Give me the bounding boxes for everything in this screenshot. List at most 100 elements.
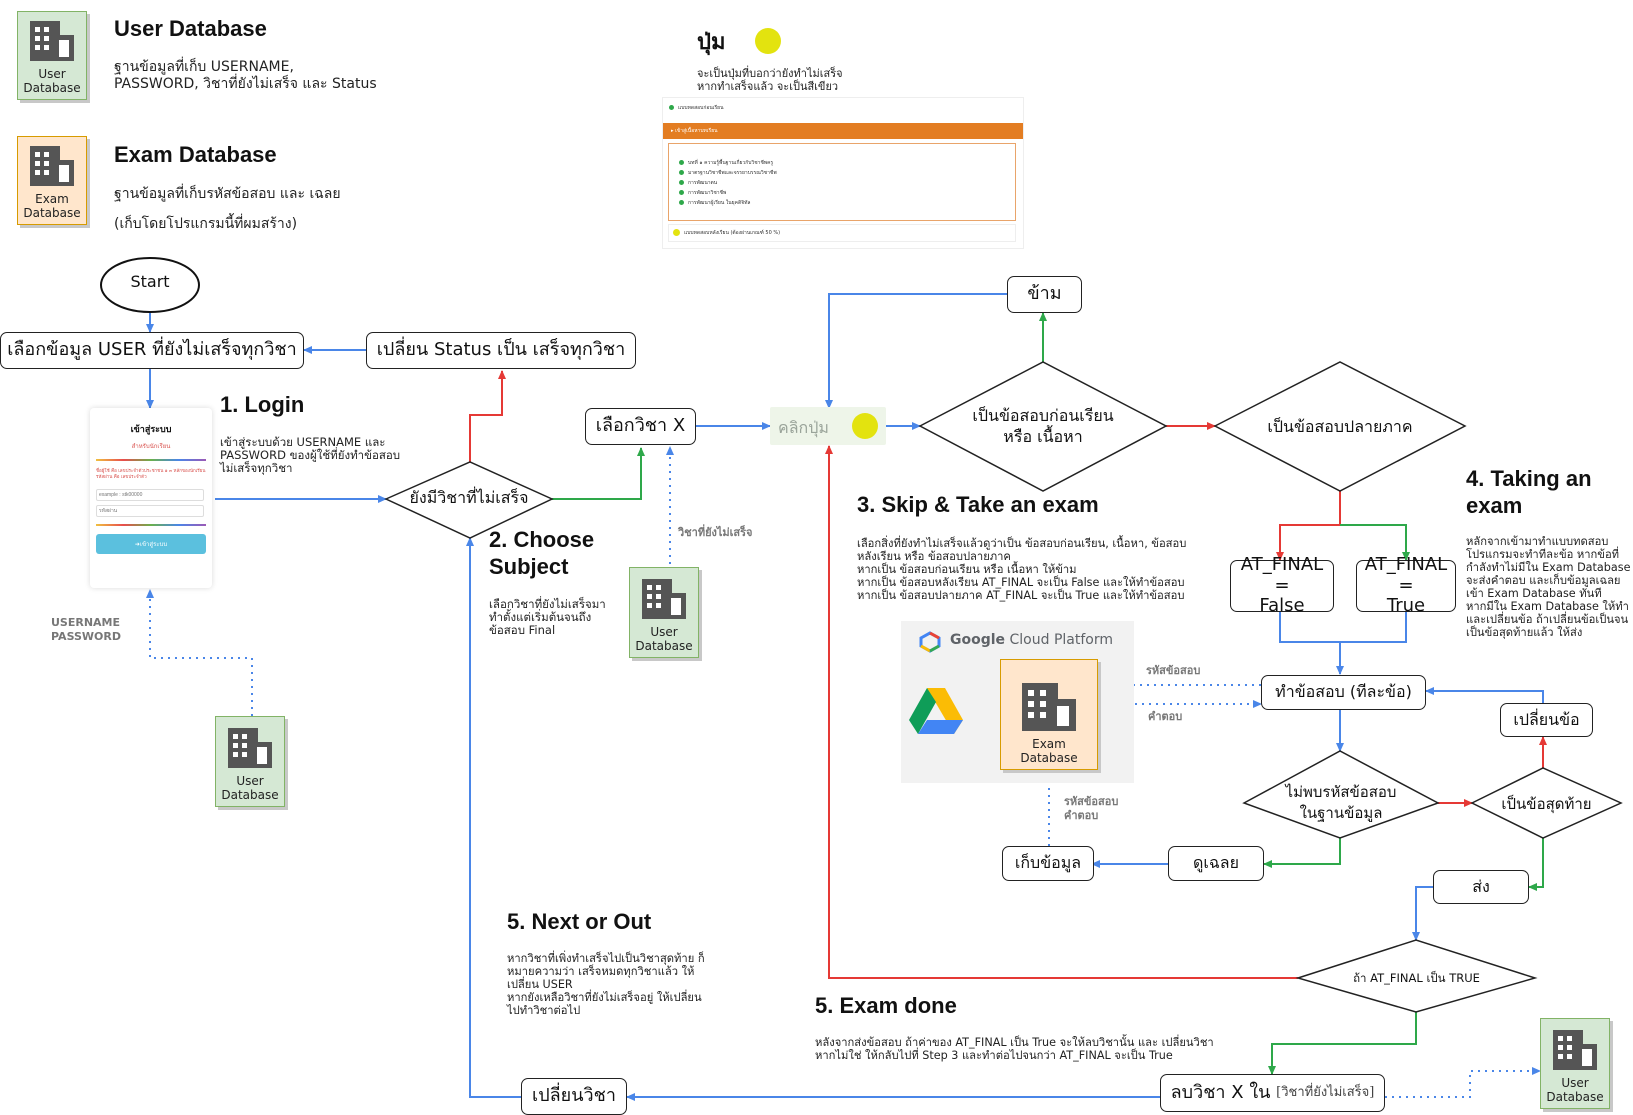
skip-node: ข้าม <box>1007 276 1082 313</box>
preview-last-label: แบบทดสอบหลังเรียน (ต้องผ่านเกณฑ์ 50 %) <box>684 230 781 236</box>
user-db-label: User Database <box>635 625 693 653</box>
diamond-pre-or-content <box>918 361 1168 492</box>
click-button-label: คลิกปุ่ม <box>778 418 829 437</box>
preview-item: การพัฒนาผู้เรียน ในยุคดิจิทัล <box>679 198 1015 208</box>
legend-user-db-label: User Database <box>23 67 81 95</box>
edge-d2-true <box>1340 524 1410 561</box>
preview-item: การพัฒนาวิชาชีพ <box>679 188 1015 198</box>
edge-final-click <box>825 445 1298 979</box>
change-subject-node: เปลี่ยนวิชา <box>521 1078 627 1115</box>
user-db-icon-bottom: User Database <box>1540 1018 1610 1109</box>
preview-row1: แบบทดสอบก่อนเรียน <box>678 105 724 111</box>
change-status-node: เปลี่ยน Status เป็น เสร็จทุกวิชา <box>366 332 636 369</box>
edge-submit-final <box>1412 886 1433 941</box>
login-note: ชื่อผู้ใช้ คือ เลขประจำตัวประชาชน ๑ ๓ หล… <box>96 469 206 480</box>
start-ellipse <box>100 257 200 313</box>
username-input[interactable] <box>96 489 204 501</box>
step4-body: หลักจากเข้ามาทำแบบทดสอบ โปรแกรมจะทำทีละข… <box>1466 535 1631 639</box>
not-found-label: ไม่พบรหัสข้อสอบ ในฐานข้อมูล <box>1285 783 1397 822</box>
edge-skip-click <box>825 293 1007 409</box>
login-color-line <box>96 459 206 461</box>
preview-item: บทที่ ๑ ความรู้พื้นฐานเกี่ยวกับวิชาชีพคร… <box>679 158 1015 168</box>
change-question-node: เปลี่ยนข้อ <box>1500 703 1593 737</box>
preview-item: การพัฒนาตน <box>679 178 1015 188</box>
course-preview: แบบทดสอบก่อนเรียน ▸ เข้าสู่เนื้อหาบทเรีย… <box>662 97 1024 249</box>
edge-has-select <box>552 447 645 500</box>
edge-label-exam-code: รหัสข้อสอบ <box>1146 664 1201 677</box>
diamond-is-last <box>1470 767 1623 839</box>
click-button-node[interactable]: คลิกปุ่ม <box>770 407 886 445</box>
diamond-is-final <box>1213 361 1467 492</box>
legend-user-db-title: User Database <box>114 16 267 41</box>
legend-exam-db-note: (เก็บโดยโปรแกรมนี้ที่ผมสร้าง) <box>114 216 298 232</box>
preview-item-label: มาตรฐานวิชาชีพและจรรยาบรรณวิชาชีพ <box>688 170 777 176</box>
login-card: เข้าสู่ระบบ สำหรับนักเรียน ชื่อผู้ใช้ คื… <box>90 408 212 588</box>
step3-title: 3. Skip & Take an exam <box>857 492 1099 517</box>
submit-node: ส่ง <box>1433 870 1529 904</box>
user-db-label: User Database <box>1546 1076 1604 1104</box>
delete-subject-tag: [วิชาที่ยังไม่เสร็จ] <box>1276 1084 1375 1100</box>
edge-last-submit <box>1528 838 1544 891</box>
step1-body: เข้าสู่ระบบด้วย USERNAME และ PASSWORD ขอ… <box>220 435 401 475</box>
is-final-label: เป็นข้อสอบปลายภาค <box>1267 417 1413 436</box>
yellow-dot-icon <box>673 229 680 236</box>
legend-user-db-icon: User Database <box>17 11 87 100</box>
legend-exam-db-label: Exam Database <box>23 192 81 220</box>
step2-title: 2. Choose Subject <box>489 527 595 579</box>
at-final-true-node: AT_FINAL = True <box>1356 554 1456 616</box>
edge-notfound-view <box>1263 838 1341 868</box>
pre-or-content-label: เป็นข้อสอบก่อนเรียน หรือ เนื้อหา <box>972 406 1114 446</box>
legend-exam-db-icon: Exam Database <box>17 136 87 225</box>
start-label: Start <box>130 272 170 291</box>
delete-subject-node: ลบวิชา X ใน [วิชาที่ยังไม่เสร็จ] <box>1160 1074 1385 1112</box>
diamond-final-true <box>1295 939 1538 1013</box>
preview-item-label: การพัฒนาตน <box>688 180 718 186</box>
edge-label-userpass: USERNAME PASSWORD <box>51 616 122 643</box>
has-subject-label: ยังมีวิชาที่ไม่เสร็จ <box>409 488 529 507</box>
preview-item-label: บทที่ ๑ ความรู้พื้นฐานเกี่ยวกับวิชาชีพคร… <box>688 160 774 166</box>
select-subject-node: เลือกวิชา X <box>585 408 696 445</box>
building-icon <box>642 579 686 619</box>
edge-final-delete <box>1268 1012 1417 1075</box>
delete-subject-label: ลบวิชา X ใน <box>1170 1081 1271 1103</box>
gcp-google: Google <box>950 632 1006 648</box>
preview-last: แบบทดสอบหลังเรียน (ต้องผ่านเกณฑ์ 50 %) <box>668 224 1016 242</box>
step1-title: 1. Login <box>220 392 305 417</box>
green-dot-icon <box>679 170 684 175</box>
user-db-icon-subject: User Database <box>629 567 699 658</box>
login-subtitle: สำหรับนักเรียน <box>131 443 171 450</box>
building-icon <box>30 146 74 186</box>
dotted-userdb-login <box>146 589 253 723</box>
legend-button-title: ปุ่ม <box>697 29 726 54</box>
password-input[interactable] <box>96 505 204 517</box>
user-db-icon-login: User Database <box>215 716 285 807</box>
edge-change-do <box>1425 687 1544 703</box>
diamond-not-found <box>1242 750 1440 839</box>
yellow-status-dot <box>852 413 878 439</box>
step3-body: เลือกสิ่งที่ยังทำไม่เสร็จแล้วดูว่าเป็น ข… <box>857 537 1187 602</box>
step5b-title: 5. Exam done <box>815 993 957 1018</box>
preview-items: บทที่ ๑ ความรู้พื้นฐานเกี่ยวกับวิชาชีพคร… <box>668 143 1016 221</box>
exam-db-icon-gcp: Exam Database <box>1000 659 1098 770</box>
preview-item-label: การพัฒนาวิชาชีพ <box>688 190 727 196</box>
exam-db-label: Exam Database <box>1020 737 1078 765</box>
at-final-false-node: AT_FINAL = False <box>1230 554 1334 616</box>
legend-user-db-desc: ฐานข้อมูลที่เก็บ USERNAME, PASSWORD, วิช… <box>114 59 377 92</box>
building-icon <box>30 21 74 61</box>
green-dot-icon <box>679 190 684 195</box>
gcp-rest: Cloud Platform <box>1005 632 1113 648</box>
view-answer-node: ดูเฉลย <box>1168 846 1264 881</box>
login-color-line <box>96 524 206 526</box>
is-last-label: เป็นข้อสุดท้าย <box>1501 795 1592 813</box>
step4-title: 4. Taking an exam <box>1466 466 1592 518</box>
login-button[interactable]: ➜ เข้าสู่ระบบ <box>96 534 206 554</box>
step5b-body: หลังจากส่งข้อสอบ ถ้าค่าของ AT_FINAL เป็น… <box>815 1036 1214 1062</box>
edge-true-do <box>1340 612 1407 643</box>
legend-exam-db-title: Exam Database <box>114 142 277 167</box>
user-db-label: User Database <box>221 774 279 802</box>
edge-has-status <box>469 370 506 462</box>
yellow-status-dot <box>755 28 781 54</box>
building-icon <box>1022 683 1076 731</box>
preview-item-label: การพัฒนาผู้เรียน ในยุคดิจิทัล <box>688 200 751 206</box>
gcp-title: Google Cloud Platform <box>950 632 1113 648</box>
